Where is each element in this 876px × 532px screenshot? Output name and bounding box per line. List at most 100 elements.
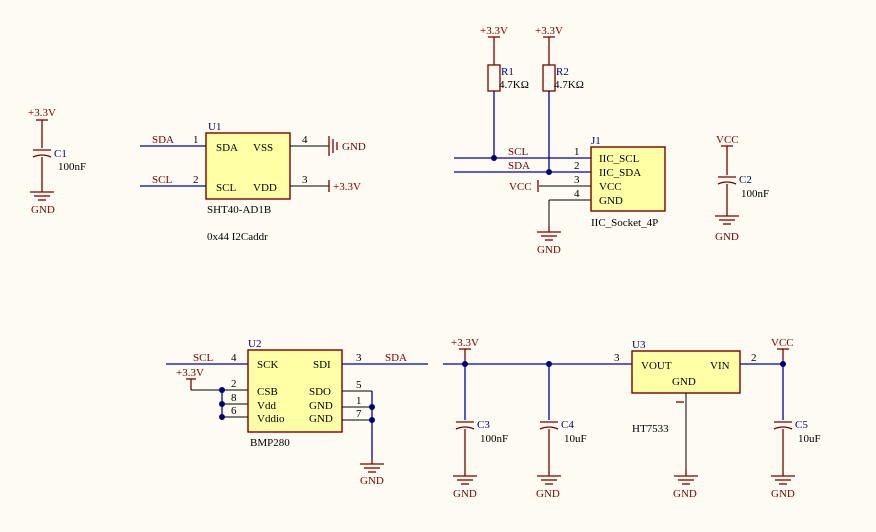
u2-pin-name-sdi: SDI xyxy=(313,359,331,371)
r2-value: 4.7KΩ xyxy=(554,79,584,91)
r2-ref: R2 xyxy=(556,66,569,78)
j1-pin-name-2: IIC_SDA xyxy=(599,167,641,179)
u2-pin-name-vddio: Vddio xyxy=(257,413,285,425)
capacitor-c1-symbol xyxy=(32,149,52,158)
capacitor-c5-symbol xyxy=(773,421,793,430)
vcc-symbol xyxy=(720,145,734,153)
u2-pin-name-sck: SCK xyxy=(257,359,278,371)
u2-net-scl: SCL xyxy=(193,352,213,364)
u2-pin-5: 5 xyxy=(356,379,362,391)
u3-pin-name-gnd: GND xyxy=(672,376,696,388)
u2-pin-name-gnd1: GND xyxy=(309,400,333,412)
gnd-symbol xyxy=(770,469,796,485)
power-3v3-symbol xyxy=(35,119,49,127)
u1-net-sda: SDA xyxy=(152,134,174,146)
c5-gnd-label: GND xyxy=(771,488,795,500)
j1-gnd-label: GND xyxy=(537,244,561,256)
j1-pin-1: 1 xyxy=(574,146,580,158)
u1-pin-4: 4 xyxy=(302,134,308,146)
r2-power-label: +3.3V xyxy=(535,25,563,37)
j1-connector[interactable]: SCL SDA VCC GND J1 1 2 3 4 IIC_SCL IIC_S… xyxy=(454,135,666,256)
u3-pin-name-vin: VIN xyxy=(710,360,730,372)
u2-pin-name-csb: CSB xyxy=(257,386,278,398)
j1-net-sda: SDA xyxy=(508,160,530,172)
u2-pin-8: 8 xyxy=(231,392,237,404)
c3-ref: C3 xyxy=(477,419,490,431)
u1-pin-vdd-name: VDD xyxy=(253,182,277,194)
c2-gnd-label: GND xyxy=(715,231,739,243)
u2-body[interactable] xyxy=(247,349,343,433)
u1-gnd-label: GND xyxy=(342,141,366,153)
c2-group: VCC C2 100nF GND xyxy=(714,134,769,243)
junction-dot xyxy=(219,414,225,420)
u2-net-sda: SDA xyxy=(385,352,407,364)
u1-net-scl: SCL xyxy=(152,174,172,186)
power-3v3-symbol xyxy=(487,36,501,44)
c2-vcc-label: VCC xyxy=(716,134,739,146)
u1-body[interactable] xyxy=(205,132,291,200)
power-3v3-symbol xyxy=(542,36,556,44)
j1-pin-name-4: GND xyxy=(599,195,623,207)
j1-vcc-label: VCC xyxy=(509,181,532,193)
u2-gnd-label: GND xyxy=(360,475,384,487)
u1-pin-scl-name: SCL xyxy=(216,182,236,194)
u1-pin-3: 3 xyxy=(302,174,308,186)
gnd-symbol xyxy=(536,225,562,241)
gnd-symbol xyxy=(359,457,385,473)
u3-ref: U3 xyxy=(632,339,646,351)
junction-dot xyxy=(369,417,375,423)
u1-ref: U1 xyxy=(208,121,221,133)
u2-pin-name-vdd: Vdd xyxy=(257,400,276,412)
power-3v3-symbol xyxy=(458,348,472,356)
u1-pin-vss-name: VSS xyxy=(253,142,273,154)
j1-net-scl: SCL xyxy=(508,146,528,158)
junction-dot xyxy=(546,169,552,175)
r1-power-label: +3.3V xyxy=(480,25,508,37)
j1-pin-name-1: IIC_SCL xyxy=(599,153,640,165)
u2-pin-3: 3 xyxy=(356,352,362,364)
u2-pin-name-sdo: SDO xyxy=(309,386,331,398)
u3-body[interactable] xyxy=(631,350,741,394)
u1-pin-sda-name: SDA xyxy=(216,142,238,154)
regulator-section: +3.3V 3 C3 100nF GND C4 10uF GND U3 VOUT… xyxy=(443,337,821,500)
power-label-3v3: +3.3V xyxy=(28,107,56,119)
reg-vcc-label: VCC xyxy=(771,337,794,349)
gnd-label: GND xyxy=(31,204,55,216)
u3-gnd-label: GND xyxy=(673,488,697,500)
u2-pin-4: 4 xyxy=(231,352,237,364)
u2-bmp280[interactable]: SCL 4 +3.3V 2 8 6 U2 SCK CSB Vdd Vddio S… xyxy=(166,338,428,487)
u2-part: BMP280 xyxy=(250,437,290,449)
c1-value: 100nF xyxy=(58,161,86,173)
c4-value: 10uF xyxy=(564,433,587,445)
j1-pin-2: 2 xyxy=(574,160,580,172)
c2-ref: C2 xyxy=(739,174,752,186)
u3-pin-2: 2 xyxy=(751,352,757,364)
gnd-symbol xyxy=(452,469,478,485)
c5-ref: C5 xyxy=(795,419,808,431)
u3-part: HT7533 xyxy=(632,423,669,435)
capacitor-c2-symbol xyxy=(717,176,737,185)
u2-pin-6: 6 xyxy=(231,405,237,417)
j1-ref: J1 xyxy=(591,135,601,147)
c3-value: 100nF xyxy=(480,433,508,445)
pullup-resistors: +3.3V R1 4.7KΩ +3.3V R2 4.7KΩ xyxy=(480,25,584,172)
reg-3v3-label: +3.3V xyxy=(451,337,479,349)
gnd-symbol xyxy=(714,209,740,225)
u2-pin-name-gnd2: GND xyxy=(309,413,333,425)
u1-sht40[interactable]: U1 SDA SCL VSS VDD SDA SCL 1 2 4 3 GND +… xyxy=(140,121,366,243)
u1-pin-1: 1 xyxy=(193,134,199,146)
c1-group: +3.3V C1 100nF GND xyxy=(28,107,86,216)
u2-pin-2: 2 xyxy=(231,378,237,390)
junction-dot xyxy=(219,387,225,393)
c5-value: 10uF xyxy=(798,433,821,445)
u1-3v3-label: +3.3V xyxy=(333,181,361,193)
gnd-symbol xyxy=(673,469,699,485)
j1-body[interactable] xyxy=(590,146,666,212)
c1-ref: C1 xyxy=(54,148,67,160)
capacitor-c3-symbol xyxy=(455,421,475,430)
u2-pin-1: 1 xyxy=(356,395,362,407)
vcc-symbol xyxy=(776,348,790,356)
u2-pin-7: 7 xyxy=(356,408,362,420)
j1-pin-3: 3 xyxy=(574,174,580,186)
